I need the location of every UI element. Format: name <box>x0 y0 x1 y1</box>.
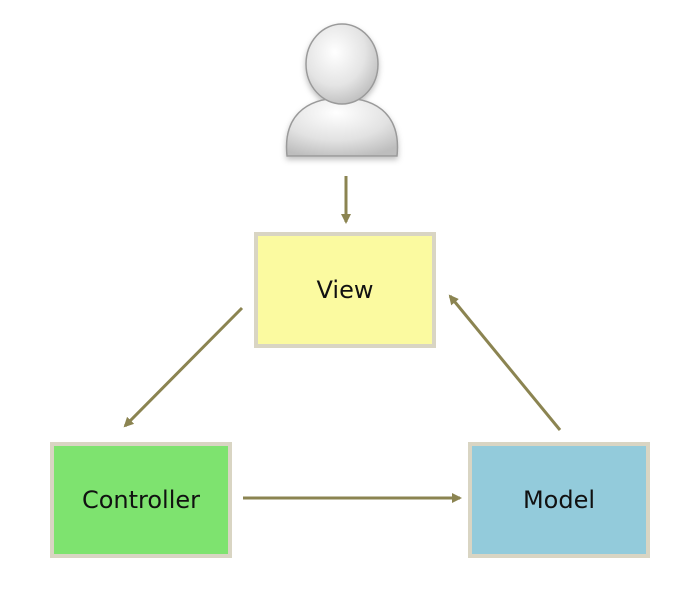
view-label: View <box>316 276 374 304</box>
model-label: Model <box>522 486 596 514</box>
controller-node: Controller <box>50 442 232 558</box>
view-node: View <box>254 232 436 348</box>
user-icon <box>285 23 399 157</box>
controller-label: Controller <box>81 486 201 514</box>
arrow-view-to-controller <box>123 306 244 428</box>
model-node: Model <box>468 442 650 558</box>
arrow-model-to-view <box>448 294 562 431</box>
